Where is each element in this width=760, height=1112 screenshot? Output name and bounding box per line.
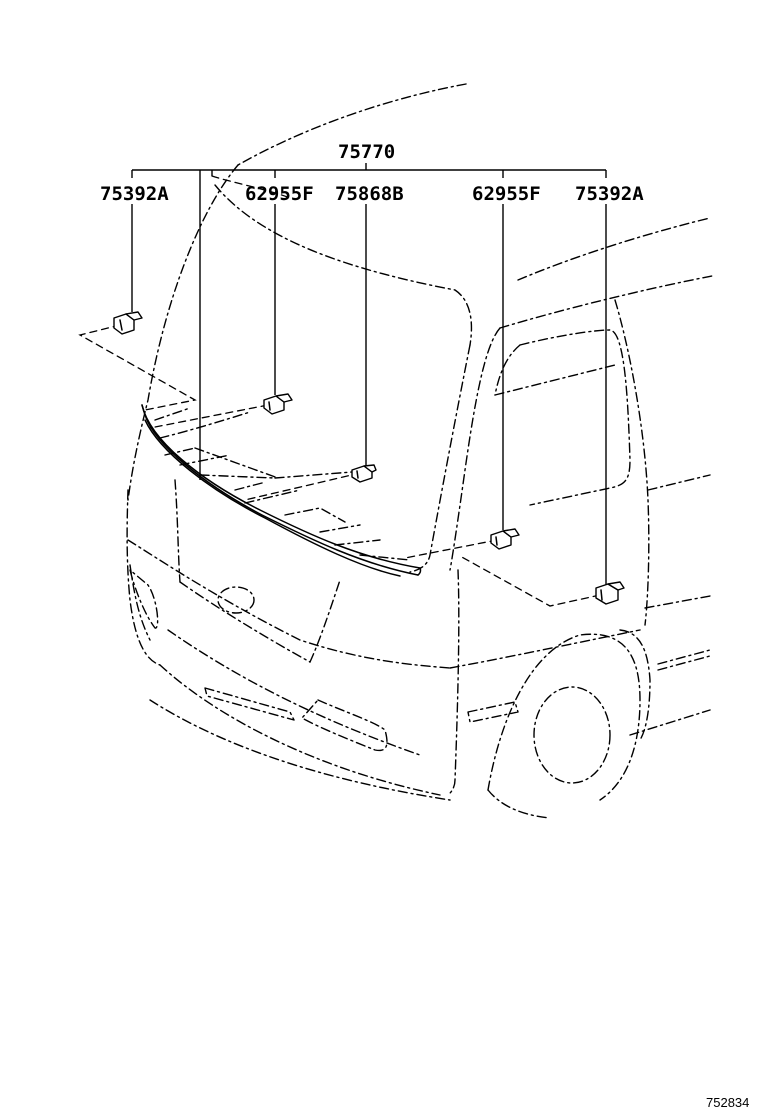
vehicle-outline bbox=[126, 83, 713, 819]
clip-75392a-left bbox=[113, 311, 143, 335]
part-label-62955f-left: 62955F bbox=[245, 183, 314, 205]
part-label-62955f-right: 62955F bbox=[472, 183, 541, 205]
part-label-75392a-right: 75392A bbox=[575, 183, 644, 205]
clip-62955f-right bbox=[490, 528, 520, 550]
clip-75392a-right bbox=[595, 581, 625, 605]
part-label-75770: 75770 bbox=[338, 141, 395, 163]
part-label-75868b: 75868B bbox=[335, 183, 404, 205]
clip-75868b bbox=[351, 464, 377, 483]
clip-62955f-left bbox=[263, 393, 293, 415]
spoiler-garnish bbox=[141, 404, 422, 577]
illustration-reference-number: 752834 bbox=[706, 1095, 749, 1110]
part-label-75392a-left: 75392A bbox=[100, 183, 169, 205]
leader-lines bbox=[78, 163, 607, 607]
